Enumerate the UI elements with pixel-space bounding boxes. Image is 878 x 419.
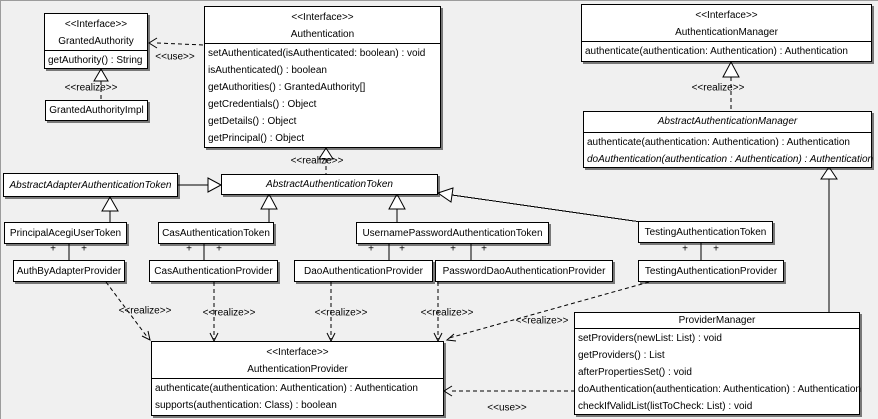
realize-label: <<realize>> [420, 307, 474, 319]
class-name: ProviderManager [678, 315, 756, 326]
class-name: AbstractAuthenticationManager [657, 116, 798, 127]
method-row: isAuthenticated() : boolean [208, 65, 327, 76]
triangle-gen-abstractadapter [101, 195, 119, 212]
arrowhead-realize-2 [209, 332, 219, 343]
class-name: GrantedAuthorityImpl [49, 105, 144, 116]
class-authentication[interactable]: <<Interface>> Authentication setAuthenti… [204, 6, 441, 148]
method-row: setProviders(newList: List) : void [578, 333, 722, 344]
method-row: supports(authentication: Class) : boolea… [155, 400, 337, 411]
class-authentication-provider[interactable]: <<Interface>> AuthenticationProvider aut… [151, 341, 444, 416]
triangle-gen-usernamepwd [388, 192, 406, 210]
class-name: TestingAuthenticationToken [644, 226, 767, 238]
class-name: TestingAuthenticationProvider [644, 265, 778, 277]
class-name: PrincipalAcegiUserToken [9, 227, 122, 239]
stereotype-label: <<Interface>> [695, 10, 758, 21]
class-name: AbstractAdapterAuthenticationToken [9, 179, 172, 191]
class-name: AuthByAdapterProvider [16, 265, 122, 277]
realize-label: <<realize>> [290, 155, 344, 167]
class-granted-authority[interactable]: <<Interface>> GrantedAuthority getAuthor… [44, 13, 148, 69]
triangle-gen-abstracttoken-left [207, 177, 223, 193]
realize-label: <<realize>> [118, 305, 172, 317]
method-row: getCredentials() : Object [208, 99, 317, 110]
class-password-dao-authentication-provider[interactable]: PasswordDaoAuthenticationProvider [435, 260, 613, 282]
multiplicity-plus: + [81, 243, 87, 255]
method-row: getProviders() : List [578, 350, 665, 361]
class-name: Authentication [290, 29, 355, 40]
triangle-gen-abstractauthmanager [820, 166, 838, 180]
class-name: DaoAuthenticationProvider [304, 265, 423, 277]
class-testing-authentication-token[interactable]: TestingAuthenticationToken [638, 221, 773, 243]
triangle-realize-grantedauthority [93, 68, 109, 82]
class-name: GrantedAuthority [58, 36, 134, 47]
method-row: getPrincipal() : Object [208, 133, 305, 144]
class-provider-manager[interactable]: ProviderManager setProviders(newList: Li… [574, 312, 861, 415]
multiplicity-plus: + [450, 243, 456, 255]
stereotype-label: <<Interface>> [291, 12, 354, 23]
triangle-gen-testing [436, 187, 454, 203]
class-auth-by-adapter-provider[interactable]: AuthByAdapterProvider [13, 260, 125, 282]
class-cas-authentication-token[interactable]: CasAuthenticationToken [158, 222, 274, 244]
method-row: checkIfValidList(listToCheck: List) : vo… [578, 401, 753, 412]
generalization-testing-token [451, 194, 642, 223]
class-abstract-authentication-token[interactable]: AbstractAuthenticationToken [221, 174, 438, 195]
stereotype-label: <<Interface>> [64, 19, 128, 30]
method-row: setAuthenticated(isAuthenticated: boolea… [208, 48, 426, 59]
use-authentication-grantedauthority [156, 42, 205, 46]
multiplicity-plus: + [713, 243, 719, 255]
multiplicity-plus: + [186, 243, 192, 255]
method-row: authenticate(authentication: Authenticat… [587, 137, 850, 148]
realize-label: <<realize>> [314, 307, 368, 319]
class-granted-authority-impl[interactable]: GrantedAuthorityImpl [45, 100, 148, 121]
use-label: <<use>> [487, 402, 527, 414]
multiplicity-plus: + [481, 243, 487, 255]
stereotype-label: <<Interface>> [266, 347, 329, 358]
realize-label: <<realize>> [64, 82, 118, 94]
triangle-realize-authmanager [722, 60, 740, 78]
method-row: getAuthority() : String [48, 55, 143, 66]
class-abstract-adapter-authentication-token[interactable]: AbstractAdapterAuthenticationToken [3, 173, 178, 197]
method-row: authenticate(authentication: Authenticat… [155, 383, 418, 394]
method-row: afterPropertiesSet() : void [578, 367, 692, 378]
class-name: AuthenticationManager [675, 27, 778, 38]
multiplicity-plus: + [399, 243, 405, 255]
method-row: doAuthentication(authentication: Authent… [578, 384, 861, 395]
method-row: getAuthorities() : GrantedAuthority[] [208, 82, 366, 93]
method-row: authenticate(authentication: Authenticat… [585, 46, 848, 57]
arrowhead-use-grantedauthority [148, 37, 158, 49]
class-cas-authentication-provider[interactable]: CasAuthenticationProvider [149, 260, 278, 282]
use-label: <<use>> [155, 51, 195, 63]
arrowhead-realize-5 [445, 333, 457, 342]
class-name: UsernamePasswordAuthenticationToken [362, 227, 543, 239]
multiplicity-plus: + [50, 243, 56, 255]
method-row: getDetails() : Object [208, 116, 297, 127]
realize-label: <<realize>> [515, 315, 569, 327]
multiplicity-plus: + [682, 243, 688, 255]
class-authentication-manager[interactable]: <<Interface>> AuthenticationManager auth… [581, 4, 872, 62]
class-abstract-authentication-manager[interactable]: AbstractAuthenticationManager authentica… [583, 111, 874, 168]
class-name: AuthenticationProvider [247, 364, 348, 375]
class-testing-authentication-provider[interactable]: TestingAuthenticationProvider [638, 260, 784, 282]
class-dao-authentication-provider[interactable]: DaoAuthenticationProvider [294, 260, 433, 282]
arrowhead-realize-1 [141, 330, 151, 341]
arrowhead-realize-4 [433, 332, 443, 343]
multiplicity-plus: + [216, 243, 222, 255]
realize-label: <<realize>> [202, 307, 256, 319]
class-name: PasswordDaoAuthenticationProvider [442, 265, 606, 277]
class-username-password-authentication-token[interactable]: UsernamePasswordAuthenticationToken [356, 222, 549, 244]
class-name: CasAuthenticationToken [162, 227, 270, 239]
arrowhead-realize-3 [326, 332, 336, 343]
triangle-gen-cas [260, 192, 278, 210]
arrowhead-use-authprovider [443, 385, 453, 397]
multiplicity-plus: + [368, 243, 374, 255]
class-name: AbstractAuthenticationToken [266, 179, 393, 190]
class-name: CasAuthenticationProvider [154, 265, 273, 277]
realize-label: <<realize>> [691, 82, 745, 94]
class-principal-acegi-user-token[interactable]: PrincipalAcegiUserToken [4, 222, 127, 244]
method-row: doAuthentication(authentication : Authen… [587, 154, 874, 165]
